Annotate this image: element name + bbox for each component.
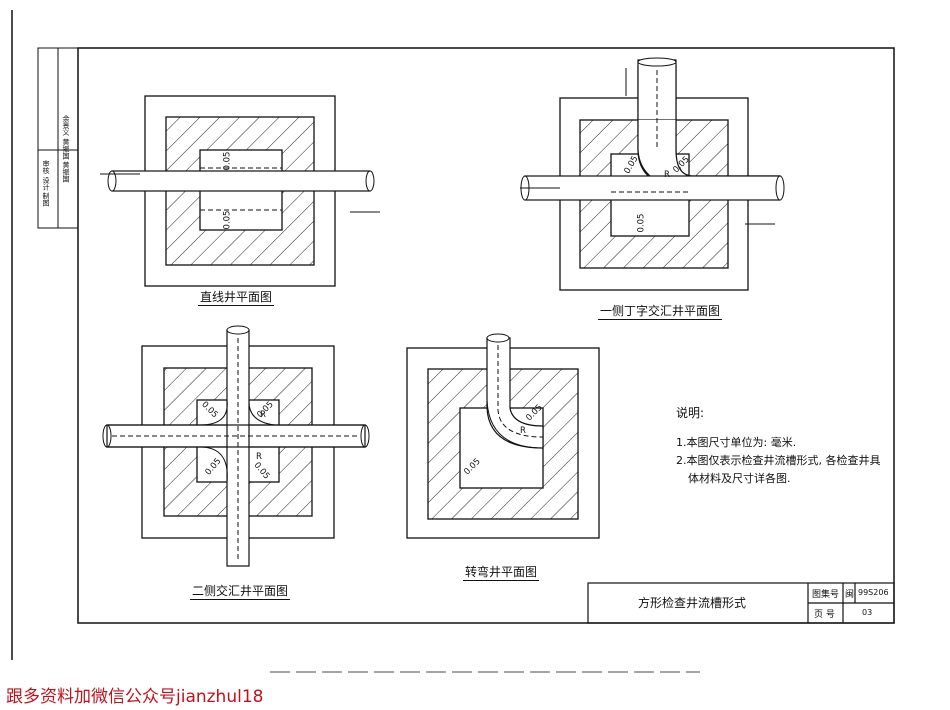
watermark-text: 跟多资料加微信公众号jianzhul18 — [6, 687, 264, 707]
turn-caption: 转弯井平面图 — [463, 565, 540, 581]
tee-dim-c: 0.05 — [636, 213, 647, 233]
atlas-label: 图集号 — [812, 590, 840, 600]
straight-dim-top: 0.05 — [222, 151, 233, 171]
two-side-well-plan — [102, 325, 370, 567]
notes-line-2: 2.本图仅表示检查井流槽形式, 各检查井具 — [676, 454, 881, 467]
side-tee-well-plan — [520, 57, 785, 291]
two-side-caption: 二侧交汇井平面图 — [190, 584, 291, 600]
page-number: 03 — [862, 608, 873, 617]
straight-caption: 直线井平面图 — [198, 290, 275, 306]
notes-title: 说明: — [676, 406, 705, 420]
sheet-border — [11, 10, 895, 673]
turn-well-plan — [406, 333, 600, 539]
turn-r-label: R — [520, 426, 526, 436]
straight-well-plan — [100, 95, 380, 287]
two-side-r-label-a: R — [260, 410, 266, 420]
page-label: 页 号 — [814, 610, 835, 620]
atlas-prefix: 闽 — [845, 590, 855, 600]
title-block-frame — [587, 582, 895, 624]
notes-line-3: 体材料及尺寸详各图. — [688, 472, 791, 485]
notes-line-1: 1.本图尺寸单位为: 毫米. — [676, 436, 797, 449]
margin-roles: 审核 设计 制图 — [42, 160, 50, 207]
side-tee-caption: 一侧丁字交汇井平面图 — [598, 304, 723, 320]
margin-names: 余景义 黄振国 黄振国 — [62, 115, 70, 183]
tee-r-label: R — [664, 170, 670, 180]
atlas-number: 99S206 — [858, 588, 889, 597]
straight-dim-bottom: 0.05 — [222, 210, 233, 230]
drawing-title: 方形检查井流槽形式 — [638, 596, 747, 610]
two-side-r-label-b: R — [256, 452, 262, 462]
